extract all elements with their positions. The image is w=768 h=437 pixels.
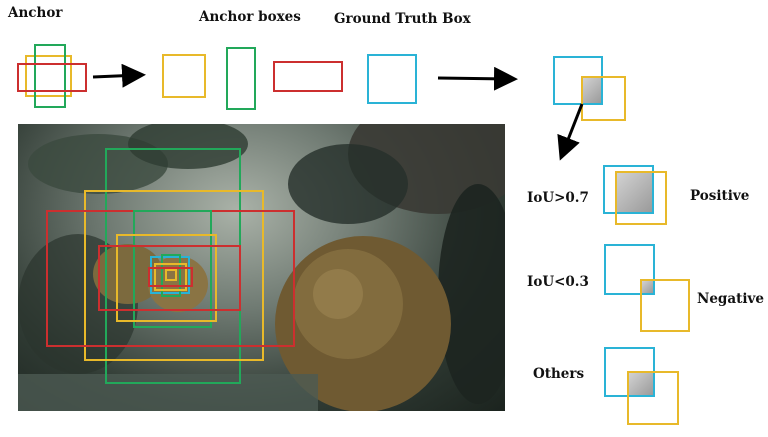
positive-anchor-box	[615, 171, 667, 225]
overlap-anchor-box	[581, 76, 626, 121]
positive-gt-box	[603, 165, 654, 214]
anchor-boxes-label: Anchor boxes	[199, 9, 301, 25]
photo-anchor-red-medium	[98, 245, 241, 311]
fruit-photo	[18, 124, 505, 411]
arrow-overlap-to-cases	[557, 103, 584, 161]
ground-truth-box	[367, 54, 417, 104]
ground-truth-box-label: Ground Truth Box	[334, 11, 471, 27]
overlap-area	[583, 78, 601, 103]
photo-anchor-yellow-large	[84, 190, 264, 361]
negative-gt-box	[604, 244, 655, 295]
anchor-red-box	[17, 63, 87, 92]
others-overlap	[629, 373, 653, 395]
anchor-label: Anchor	[8, 5, 63, 21]
photo-anchor-yellow-tiny	[165, 269, 177, 281]
negative-label: Negative	[697, 291, 764, 307]
others-label: Others	[533, 366, 585, 382]
photo-ground-truth-box	[150, 256, 190, 294]
photo-anchor-yellow-medium	[116, 234, 217, 322]
negative-anchor-box	[640, 279, 690, 332]
anchor-box-wide	[273, 61, 343, 92]
photo-anchor-yellow-small	[154, 263, 187, 291]
anchor-green-box	[34, 44, 66, 108]
overlap-gt-box	[553, 56, 603, 105]
photo-anchor-green-small	[161, 254, 181, 297]
iou-high-label: IoU>0.7	[527, 190, 589, 206]
positive-overlap	[617, 173, 652, 212]
anchor-box-tall	[226, 47, 256, 110]
positive-label: Positive	[690, 188, 750, 204]
anchor-box-square	[162, 54, 206, 98]
photo-anchor-green-medium	[133, 210, 212, 328]
arrow-anchor-to-boxes	[92, 63, 146, 88]
negative-overlap	[642, 281, 653, 293]
photo-scene	[18, 124, 505, 411]
others-anchor-box	[627, 371, 679, 425]
anchor-yellow-box	[25, 55, 72, 97]
arrow-gt-to-overlap	[437, 66, 518, 91]
photo-anchor-red-small	[148, 267, 193, 287]
iou-low-label: IoU<0.3	[527, 274, 589, 290]
